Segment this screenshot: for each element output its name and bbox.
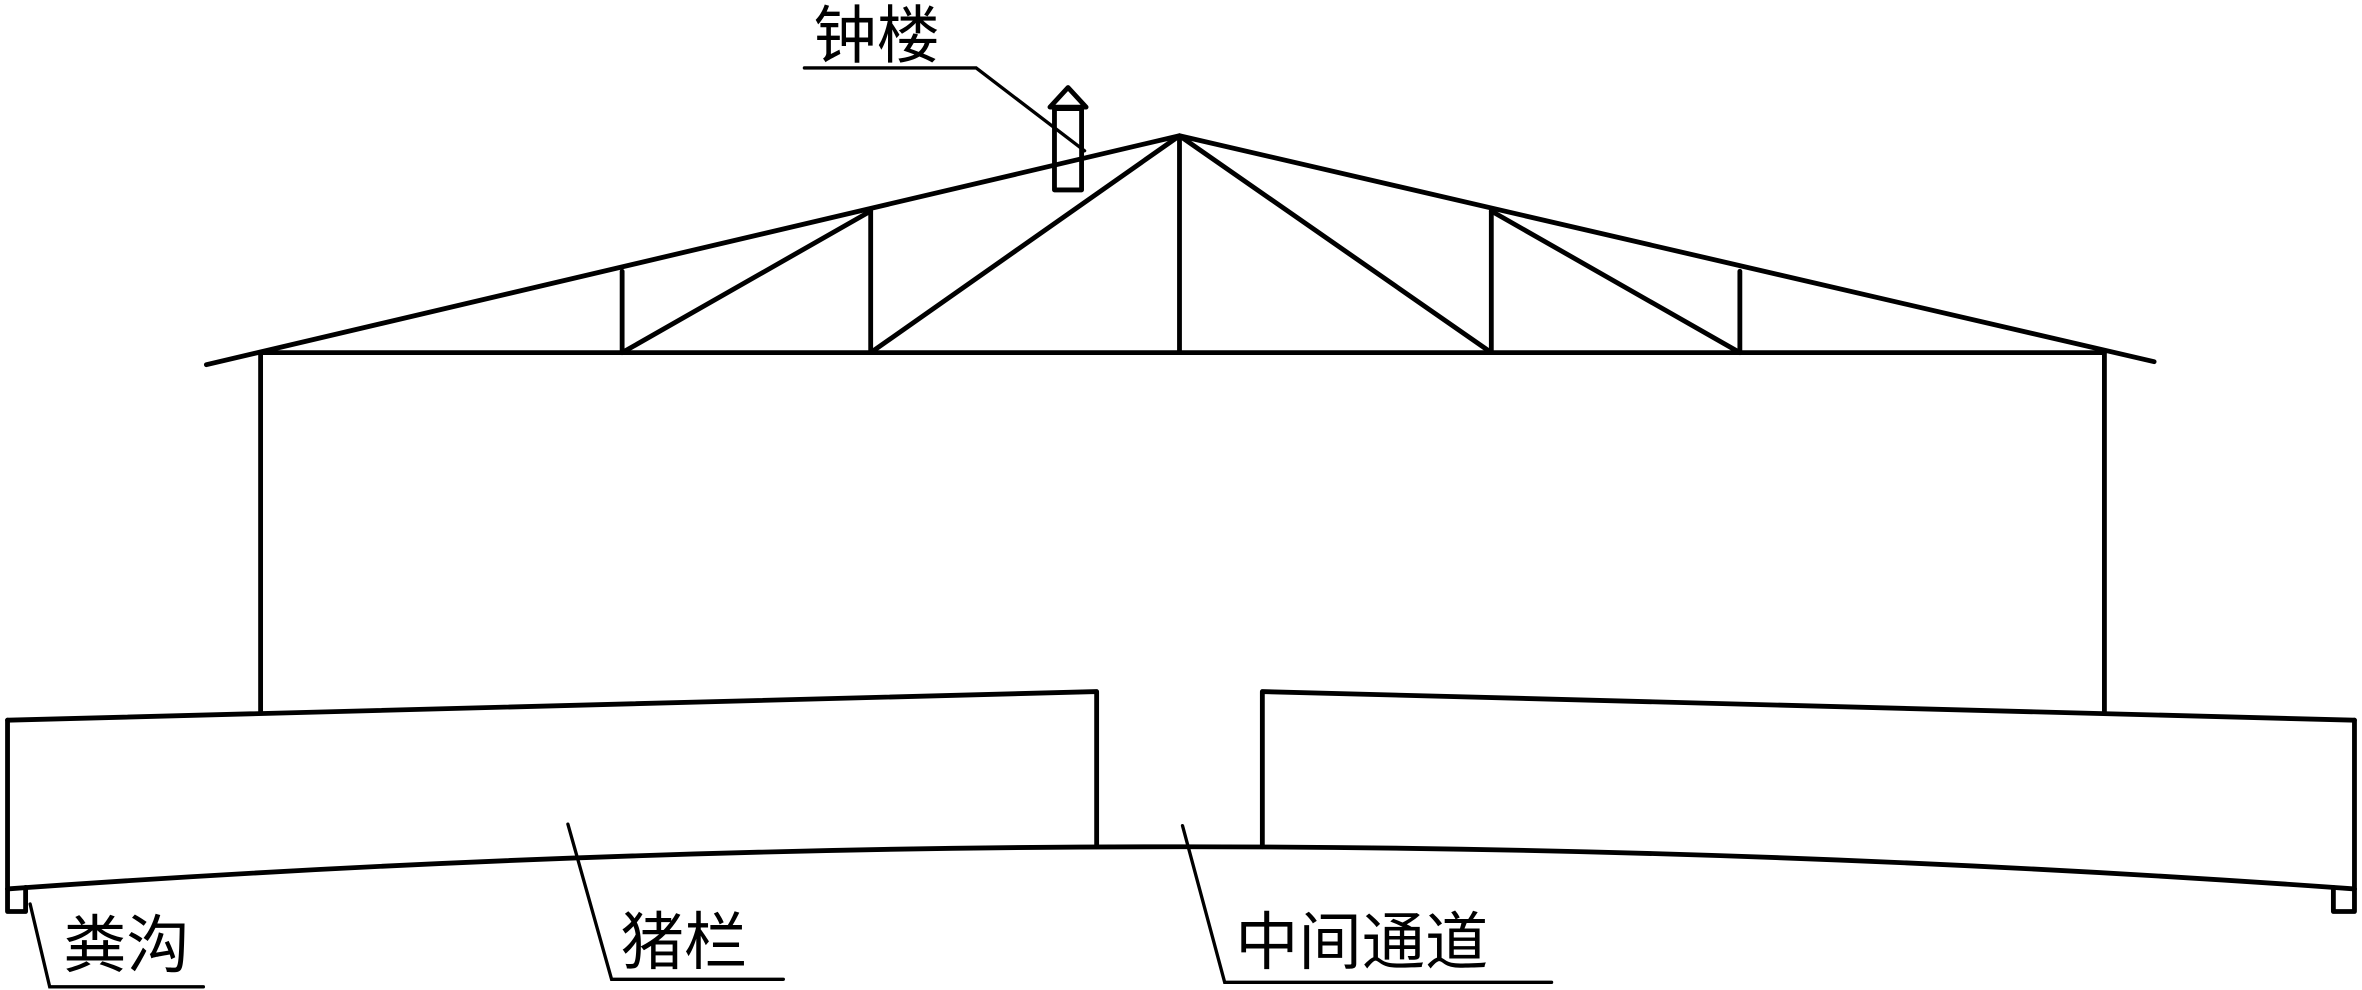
pens-and-floor [5,689,2357,914]
truss-diagonal [1488,208,1743,356]
leader-middle-aisle [1180,823,1554,984]
truss-diagonal [1177,133,1494,356]
leader-manure-ditch [28,902,206,989]
right-manure-ditch [2330,885,2357,914]
left-manure-ditch [5,885,29,914]
label-pig-pen: 猪栏 [621,905,748,979]
leader-bell-tower [802,66,1087,153]
floor-curve [5,844,2357,892]
bell-tower-cap [1047,85,1089,110]
roof-truss [203,133,2157,368]
leader-pig-pen [566,822,785,981]
walls [258,350,2107,714]
left-pen-outline [5,689,1100,850]
bell-tower-body [1052,106,1084,193]
truss-diagonal [868,133,1182,356]
label-bell-tower: 钟楼 [813,0,940,72]
label-manure-ditch: 粪沟 [63,908,190,982]
callouts: 钟楼 粪沟 猪栏 中间通道 [28,0,1554,989]
truss-diagonal [619,208,874,356]
right-pen-outline [1259,689,2357,850]
label-middle-aisle: 中间通道 [1235,905,1488,979]
